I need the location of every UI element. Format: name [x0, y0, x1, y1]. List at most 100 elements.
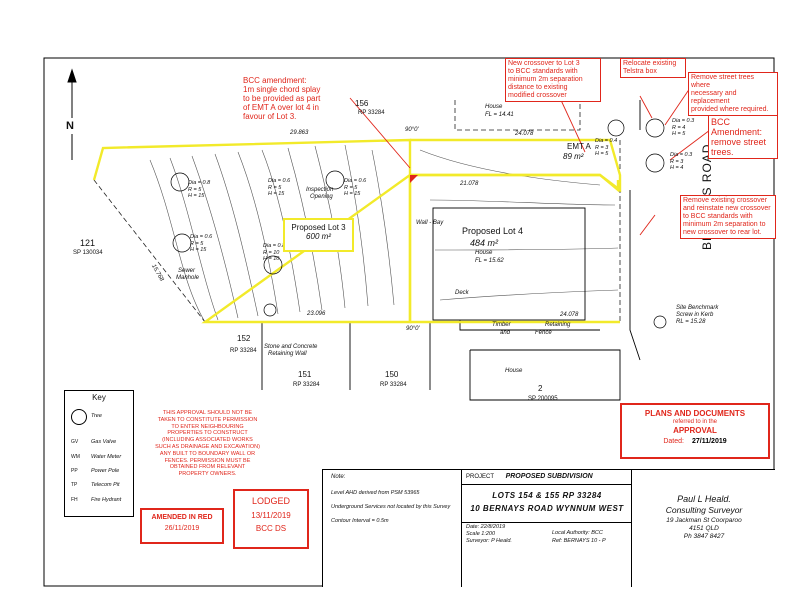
lot151-label: 151: [298, 370, 312, 379]
sewer-label: Sewer: [178, 268, 196, 274]
inspection-label: Inspection: [306, 187, 334, 193]
lot156-rp: RP 33284: [358, 110, 385, 116]
address-title: 10 BERNAYS ROAD WYNNUM WEST: [470, 504, 624, 513]
tb-surveyor: Surveyor: P Heald.: [466, 538, 512, 544]
lot2-sp: SP 200095: [528, 396, 558, 402]
key-power-pole: Power Pole: [91, 468, 120, 474]
lot3-label: Proposed Lot 3: [291, 223, 346, 232]
fence-label: Fence: [535, 330, 552, 336]
house-lot4-outline: [432, 207, 586, 321]
house-lower: House: [505, 368, 523, 374]
telecom-pit-icon: TP: [71, 482, 78, 488]
north-arrow: [66, 68, 78, 160]
company-street: 19 Jackman St Coorparoo: [666, 517, 742, 524]
lot4-area: 484 m²: [470, 238, 499, 248]
company-phone: Ph 3847 8427: [683, 533, 725, 540]
house-top: House: [485, 104, 503, 110]
lodged-stamp: LODGED 13/11/2019 BCC DS: [233, 489, 309, 549]
gas-valve-icon: GV: [71, 439, 79, 445]
company-role: Consulting Surveyor: [665, 505, 743, 515]
lot150-rp: RP 33284: [380, 382, 407, 388]
company-city: 4151 QLD: [689, 525, 719, 532]
opening-label: Opening: [310, 194, 333, 200]
house-lot4-fl: FL = 15.62: [475, 258, 504, 264]
legend-key: Key Tree GV Gas Valve WM Water Meter PP …: [64, 390, 134, 517]
angle-bottom: 90°0': [406, 326, 420, 332]
trees: [170, 118, 667, 329]
and-label: and: [500, 330, 511, 336]
retaining-wall-label: Retaining Wall: [268, 351, 307, 357]
dim-top: 29.863: [290, 130, 309, 136]
lot3-boundary: [92, 138, 620, 324]
key-telecom-pit: Telecom Pit: [91, 482, 120, 488]
emt-area: 89 m²: [563, 152, 584, 161]
lot152-rp: RP 33284: [230, 348, 257, 354]
north-label: N: [66, 120, 74, 132]
note-3: Contour Interval = 0.5m: [331, 518, 389, 524]
retaining-label: Retaining: [545, 322, 571, 328]
leader-lines: [349, 87, 711, 236]
lot156-label: 156: [355, 99, 369, 108]
note-label: Note:: [331, 474, 346, 480]
manhole-label: Manhole: [176, 275, 200, 281]
lot152-label: 152: [237, 334, 251, 343]
tb-date: Date: 22/8/2019: [466, 524, 506, 530]
dim-bottom: 23.096: [307, 311, 326, 317]
dim-right: 24.078: [515, 131, 534, 137]
lot150-label: 150: [385, 370, 399, 379]
amended-stamp: AMENDED IN RED 26/11/2019: [140, 508, 224, 544]
company-name: Paul L Heald.: [677, 494, 731, 504]
structures: [261, 100, 641, 401]
stone-wall-label: Stone and Concrete: [264, 344, 318, 350]
deck-label: Deck: [455, 290, 469, 296]
project-label: PROJECT: [466, 474, 494, 480]
dim-inner: 21.078: [460, 181, 479, 187]
project-column: PROJECT PROPOSED SUBDIVISION LOTS 154 & …: [461, 470, 632, 587]
key-gas-valve: Gas Valve: [91, 439, 117, 445]
company-column: Paul L Heald. Consulting Surveyor 19 Jac…: [631, 470, 776, 587]
approval-stamp: PLANS AND DOCUMENTS referred to in the A…: [620, 403, 770, 459]
note-1: Level AHD derived from PSM 53965: [331, 490, 420, 496]
lot2-label: 2: [538, 384, 543, 393]
splay-mark: [410, 175, 418, 183]
house-lot4: House: [475, 250, 493, 256]
water-meter-icon: WM: [71, 454, 80, 460]
lot121-label: 121: [80, 238, 96, 248]
emt-label: EMT A: [567, 142, 591, 151]
lots-title: LOTS 154 & 155 RP 33284: [492, 491, 602, 500]
lot3-label-box: Proposed Lot 3 600 m²: [283, 218, 354, 252]
contour-lines: [149, 144, 619, 323]
project-title: PROPOSED SUBDIVISION: [505, 473, 593, 480]
tree-icon: [71, 409, 87, 425]
note-2: Underground Services not located by this…: [331, 504, 451, 510]
emt-boundary: [410, 138, 622, 193]
key-fire-hydrant: Fire Hydrant: [91, 497, 122, 503]
key-title: Key: [92, 393, 106, 402]
lot4-label: Proposed Lot 4: [462, 226, 524, 236]
house-top-fl: FL = 14.41: [485, 112, 514, 118]
fire-hydrant-icon: FH: [71, 497, 78, 503]
angle-top: 90°0': [405, 127, 419, 133]
tb-ref: Ref: BERNAYS 10 - P: [552, 538, 606, 544]
lot3-area: 600 m²: [306, 232, 331, 241]
key-tree: Tree: [91, 413, 102, 419]
lot121-sp: SP 130034: [73, 250, 103, 256]
tb-scale: Scale 1:200: [466, 531, 496, 537]
lot151-rp: RP 33284: [293, 382, 320, 388]
